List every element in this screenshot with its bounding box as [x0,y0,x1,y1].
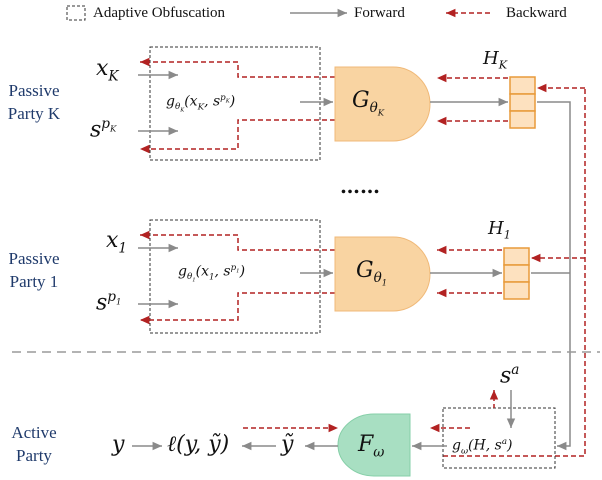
legend-forward-label: Forward [354,5,405,21]
input-xk: xK [96,56,119,85]
back-arrow-spk [140,119,335,154]
legend-obfuscation-swatch [66,5,86,21]
gate-G-1 [334,236,431,312]
party-ellipsis: …… [340,174,380,198]
obfuscation-fn-active: gω(H, sa) [452,437,513,457]
back-arrow-x1 [140,230,335,251]
box-F [337,413,411,477]
h-label-1: H1 [488,218,511,242]
party-label-passive-1: Passive Party 1 [8,249,60,291]
party-label-passive-k: Passive Party K [7,81,61,123]
obfuscation-box-k [149,46,321,161]
back-arrow-sp1 [140,292,335,325]
gate-G-k [334,66,431,142]
F-label: Fω [358,432,385,461]
back-arrow-xk [140,57,335,78]
input-spk: spK [90,116,117,143]
stack-h1 [503,247,530,300]
input-sp1: sp1 [96,289,122,316]
gate-label-1: Gθ1 [356,258,388,289]
h-label-k: HK [483,48,508,72]
label-y: y [112,432,125,457]
stack-hk [509,76,536,129]
label-ytilde: ỹ [281,432,294,457]
obfuscation-fn-1: gθ1(x1, sp1) [178,263,246,285]
legend-backward-label: Backward [506,5,567,21]
obfuscation-fn-k: gθK(xK, spK) [166,93,236,115]
obfuscation-box-active [442,407,556,469]
back-return-line [443,88,586,457]
gate-label-k: GθK [352,88,385,119]
obfuscation-box-1 [149,219,321,334]
arrow-H-into-g [557,440,571,451]
legend-obfuscation-label: Adaptive Obfuscation [93,5,226,21]
active-s-label: sa [500,362,520,389]
label-loss: ℓ(y, ỹ) [167,432,230,457]
party-label-active: Active Party [11,423,57,465]
input-x1: x1 [106,228,128,257]
forward-line-hk [537,101,571,440]
